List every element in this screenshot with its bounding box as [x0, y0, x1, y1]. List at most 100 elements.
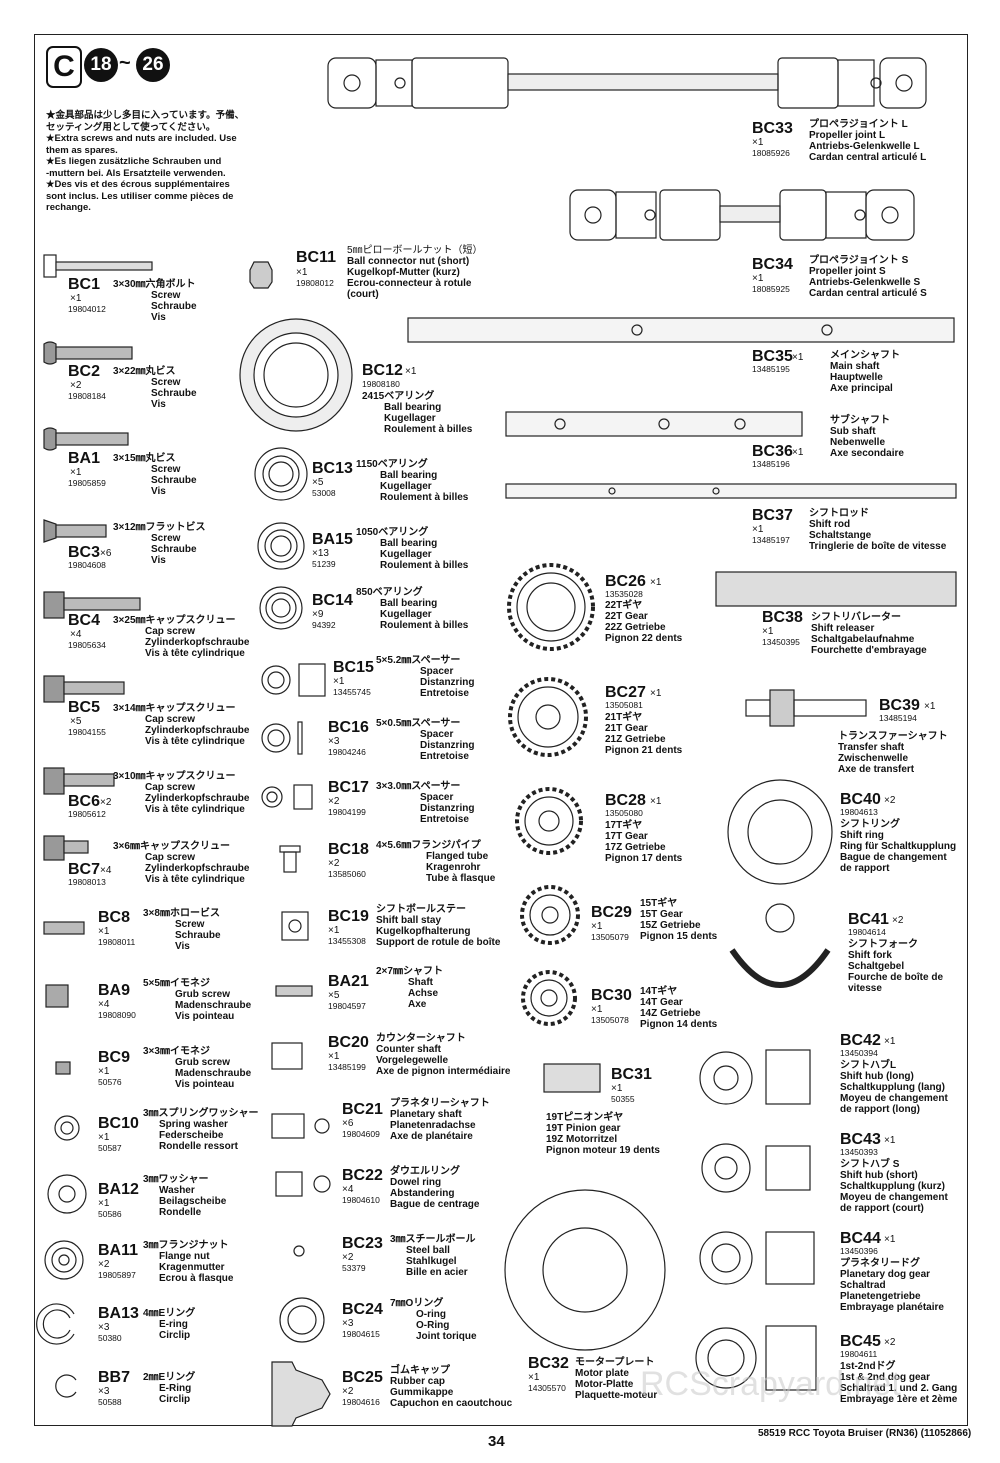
- part-qty: ×2: [342, 1386, 354, 1397]
- part-qty: ×1: [650, 688, 662, 699]
- part-qty: ×1: [98, 1066, 110, 1077]
- part-code: BC6: [68, 793, 101, 810]
- part-number: 19804246: [328, 747, 366, 757]
- part-number: 19805859: [68, 478, 106, 488]
- part-qty: ×1: [296, 267, 308, 278]
- part-code: BC20: [328, 1034, 369, 1051]
- part-qty: ×1: [98, 1198, 110, 1209]
- flat-screw-icon: [43, 519, 107, 543]
- part-number: 50587: [98, 1143, 122, 1153]
- part-qty: ×2: [328, 796, 340, 807]
- spacer-icon: [261, 663, 326, 697]
- part-number: 50586: [98, 1209, 122, 1219]
- ball-nut-icon: [249, 261, 273, 289]
- planetary-shaft-icon: [271, 1113, 330, 1139]
- part-code: BA12: [98, 1181, 139, 1198]
- part-number: 13450395: [762, 637, 800, 647]
- part-number: 19808090: [98, 1010, 136, 1020]
- part-number: 13535028: [605, 589, 643, 599]
- part-qty: ×3: [342, 1318, 354, 1329]
- shift-fork-icon: [729, 903, 831, 988]
- part-qty: ×2: [328, 858, 340, 869]
- spacer-icon: [261, 721, 303, 755]
- part-qty: ×2: [98, 1259, 110, 1270]
- part-qty: ×1: [924, 701, 936, 712]
- part-code: BC9: [98, 1049, 131, 1066]
- part-number: 19808012: [296, 278, 334, 288]
- part-code: BC3: [68, 544, 101, 561]
- part-qty: ×3: [98, 1386, 110, 1397]
- part-code: BC24: [342, 1301, 383, 1318]
- part-number: 53008: [312, 488, 336, 498]
- note-line: -muttern bei. Als Ersatzteile verwenden.: [46, 167, 226, 179]
- part-code: BC31: [611, 1066, 652, 1083]
- part-qty: ×1: [591, 1004, 603, 1015]
- manual-title: 58519 RCC Toyota Bruiser (RN36) (1105286…: [758, 1428, 972, 1439]
- part-number: 19804012: [68, 304, 106, 314]
- grub-screw-icon: [45, 984, 69, 1008]
- propeller-joint-l-icon: [327, 57, 927, 109]
- part-number: 19804609: [342, 1129, 380, 1139]
- part-number: 13505080: [605, 808, 643, 818]
- part-number: 13585060: [328, 869, 366, 879]
- part-number: 19808013: [68, 877, 106, 887]
- part-number: 19804199: [328, 807, 366, 817]
- part-qty: ×1: [752, 524, 764, 535]
- part-number: 50355: [611, 1094, 635, 1104]
- part-code: BC27: [605, 684, 646, 701]
- part-qty: ×1: [752, 137, 764, 148]
- part-number: 18085925: [752, 284, 790, 294]
- flanged-tube-icon: [279, 845, 301, 873]
- part-number: 13485197: [752, 535, 790, 545]
- part-qty: ×4: [98, 999, 110, 1010]
- part-qty: ×1: [884, 1234, 896, 1245]
- part-code: BA1: [68, 450, 101, 467]
- part-number: 13485199: [328, 1062, 366, 1072]
- part-qty: ×1: [70, 467, 82, 478]
- ball-bearing-icon: [259, 586, 303, 630]
- spring-washer-icon: [54, 1115, 80, 1141]
- hollow-screw-icon: [43, 921, 85, 935]
- part-number: 13450396: [840, 1246, 878, 1256]
- part-code: BC7: [68, 861, 101, 878]
- part-code: BC44: [840, 1230, 881, 1247]
- part-code: BC33: [752, 120, 793, 137]
- part-code: BC4: [68, 612, 101, 629]
- part-qty: ×2: [100, 797, 112, 808]
- part-number: 19804155: [68, 727, 106, 737]
- part-code: BC38: [762, 609, 803, 626]
- part-qty: ×1: [98, 926, 110, 937]
- ball-bearing-icon: [257, 522, 305, 570]
- page-frame: [34, 34, 968, 1426]
- part-qty: ×1: [792, 352, 804, 363]
- part-code: BC16: [328, 719, 369, 736]
- shift-rod-icon: [505, 483, 957, 499]
- part-code: BC43: [840, 1131, 881, 1148]
- part-code: BC12: [362, 362, 403, 379]
- steel-ball-icon: [293, 1245, 305, 1257]
- part-code: BC26: [605, 573, 646, 590]
- sub-shaft-icon: [505, 411, 803, 437]
- part-number: 19804597: [328, 1001, 366, 1011]
- spare-parts-note: ★金具部品は少し多目に入っています。予備、 セッティング用として使ってください。…: [46, 110, 264, 214]
- part-number: 50576: [98, 1077, 122, 1087]
- part-code: BC13: [312, 460, 353, 477]
